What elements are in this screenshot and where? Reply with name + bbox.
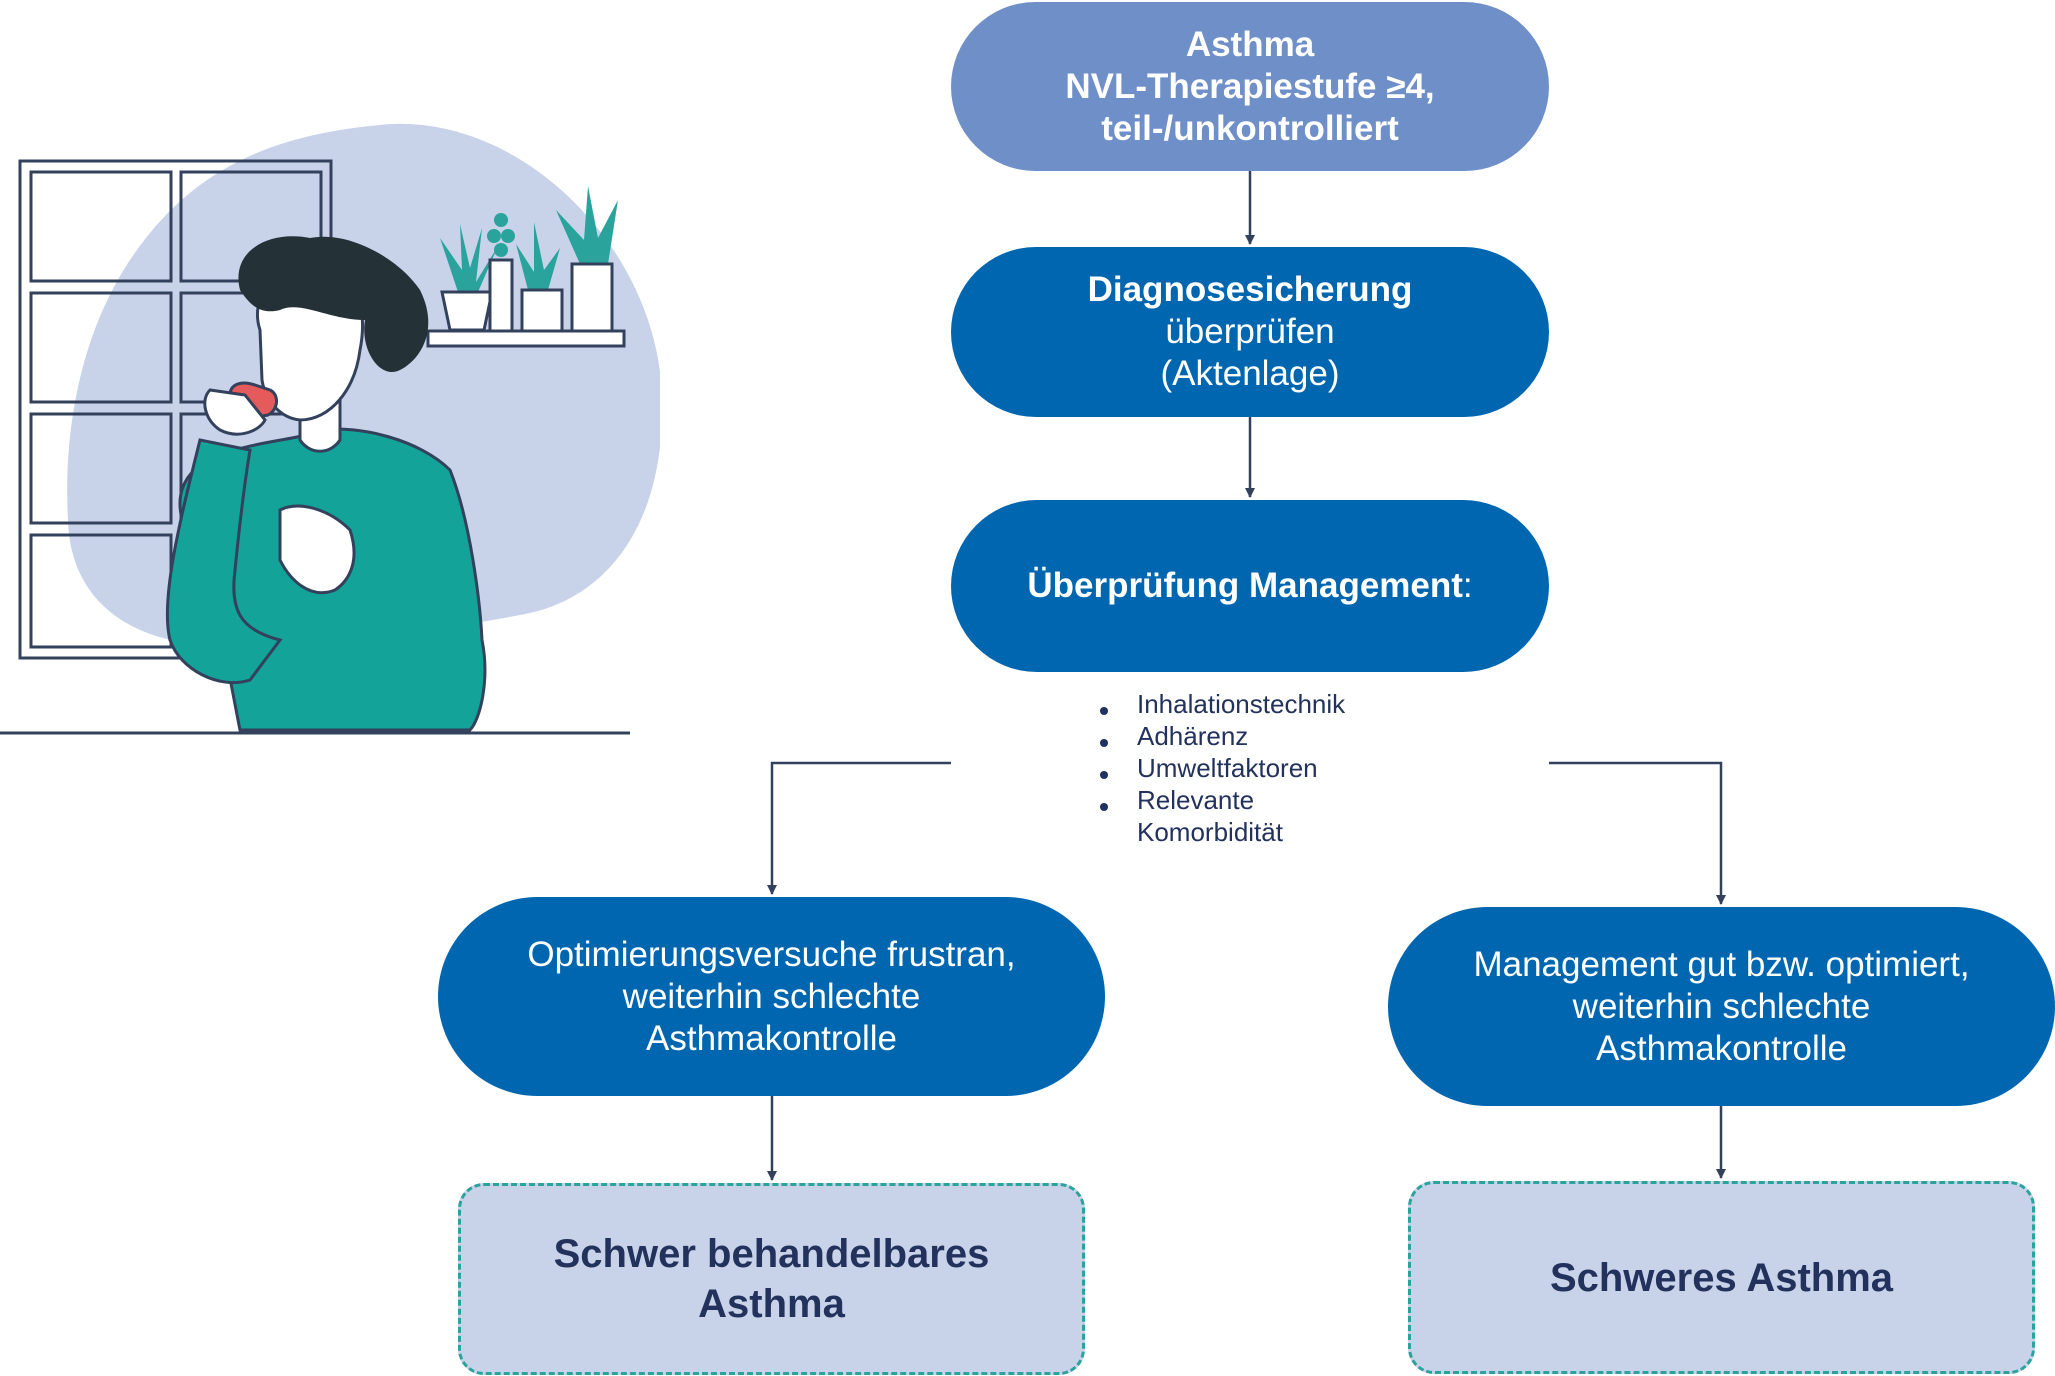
plant-icon xyxy=(440,186,618,333)
branch-right-line-2: weiterhin schlechte xyxy=(1572,986,1871,1026)
outcome-right-node: Schweres Asthma xyxy=(1408,1181,2035,1374)
branch-right-line-1: Management gut bzw. optimiert, xyxy=(1473,944,1970,984)
checklist-item: Adhärenz xyxy=(1100,720,1345,752)
outcome-left-node: Schwer behandelbares Asthma xyxy=(458,1183,1085,1375)
person-figure xyxy=(165,236,487,732)
management-title: Überprüfung Management xyxy=(1027,566,1463,605)
start-line-1: Asthma xyxy=(1185,24,1315,64)
diagnose-line-2: (Aktenlage) xyxy=(1160,354,1340,393)
start-line-2: NVL-Therapiestufe ≥4, xyxy=(1065,66,1435,106)
branch-left-line-1: Optimierungsversuche frustran, xyxy=(527,934,1016,974)
branch-right-line-3: Asthmakontrolle xyxy=(1596,1028,1847,1068)
outcome-right-line-1: Schweres Asthma xyxy=(1549,1255,1894,1300)
arrow-management-to-right xyxy=(1549,761,1726,905)
diagnose-node: Diagnosesicherung überprüfen (Aktenlage) xyxy=(951,247,1549,417)
outcome-left-line-2: Asthma xyxy=(698,1282,845,1326)
outcome-left-line-1: Schwer behandelbares xyxy=(553,1232,990,1276)
checklist-item: Inhalationstechnik xyxy=(1100,688,1345,720)
diagnose-title: Diagnosesicherung xyxy=(1087,270,1413,309)
branch-right-node: Management gut bzw. optimiert, weiterhin… xyxy=(1388,907,2055,1106)
checklist-item-continuation: Komorbidität xyxy=(1137,817,1283,847)
start-node: Asthma NVL-Therapiestufe ≥4, teil-/unkon… xyxy=(951,2,1549,171)
arrow-management-to-left xyxy=(767,761,951,895)
management-colon: : xyxy=(1462,566,1473,605)
branch-left-node: Optimierungsversuche frustran, weiterhin… xyxy=(438,897,1105,1096)
illustration-person-inhaler xyxy=(0,123,660,735)
branch-left-line-3: Asthmakontrolle xyxy=(646,1018,897,1058)
checklist-item: Umweltfaktoren xyxy=(1100,752,1345,784)
branch-left-line-2: weiterhin schlechte xyxy=(622,976,921,1016)
management-node: Überprüfung Management: xyxy=(951,500,1549,672)
diagnose-line-1: überprüfen xyxy=(1165,312,1335,351)
start-line-3: teil-/unkontrolliert xyxy=(1101,108,1399,148)
checklist-item: Relevante xyxy=(1100,784,1345,816)
management-checklist: Inhalationstechnik Adhärenz Umweltfaktor… xyxy=(1100,688,1345,848)
